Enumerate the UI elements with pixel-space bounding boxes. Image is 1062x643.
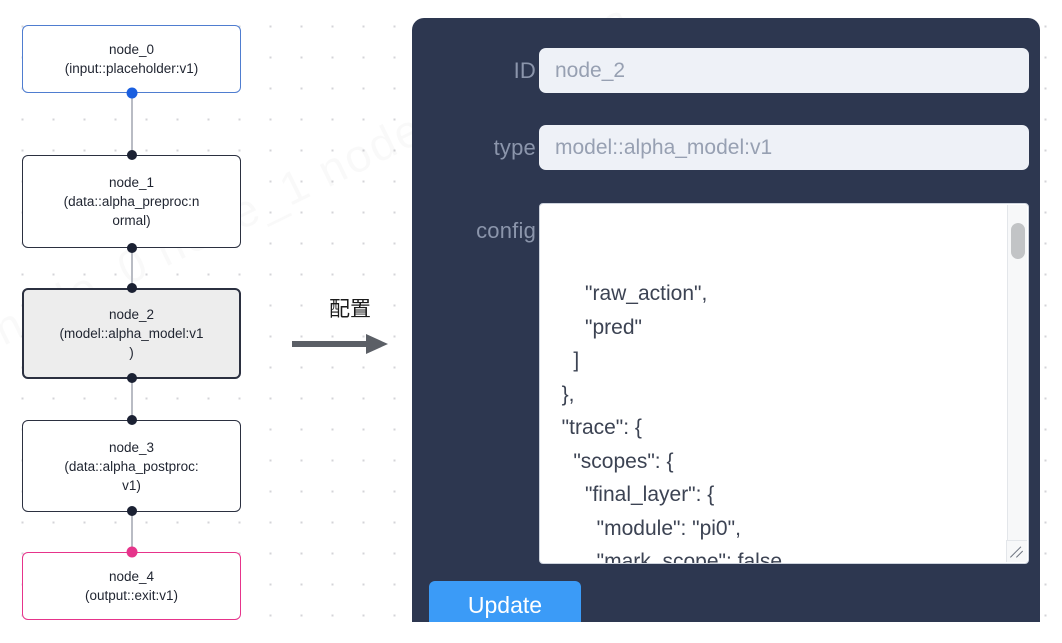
node-handle-node_1-source[interactable] (127, 243, 137, 253)
node-title: node_4 (108, 569, 155, 584)
resize-grip-icon[interactable] (1006, 540, 1027, 562)
node-handle-node_2-source[interactable] (127, 373, 137, 383)
config-scrollbar-track[interactable] (1007, 205, 1027, 543)
node-subtitle-line2: v1) (122, 477, 141, 493)
graph-node-node_4[interactable]: node_4 (output::exit:v1) (22, 552, 241, 620)
config-json-text: "raw_action", "pred" ] }, "trace": { "sc… (561, 282, 782, 564)
edge-node3-node4 (131, 511, 133, 569)
id-input[interactable] (539, 48, 1029, 93)
graph-node-node_2[interactable]: node_2 (model::alpha_model:v1 ) (22, 288, 241, 379)
type-field-row: type (426, 125, 1029, 170)
edge-node2-node3 (131, 378, 133, 438)
annotation-label: 配置 (329, 297, 371, 321)
node-subtitle-line2: ) (129, 345, 134, 360)
node-subtitle-line2: ormal) (112, 213, 151, 228)
edge-node0-node1 (131, 93, 133, 155)
update-button[interactable]: Update (429, 581, 581, 622)
node-handle-node_0-source[interactable] (126, 87, 138, 99)
node-subtitle: (output::exit:v1) (84, 588, 179, 603)
config-field-label: config (476, 218, 536, 243)
node-handle-node_3-target[interactable] (127, 415, 137, 425)
config-textarea[interactable]: "raw_action", "pred" ] }, "trace": { "sc… (539, 203, 1029, 564)
node-subtitle-line1: (data::alpha_postproc: (64, 458, 199, 474)
node-title: node_2 (108, 307, 155, 322)
node-subtitle-line1: (data::alpha_preproc:n (63, 194, 200, 209)
node-title: node_0 (108, 42, 155, 57)
edge-node1-node2 (131, 248, 133, 310)
id-field-label: ID (513, 57, 536, 83)
node-handle-node_2-target[interactable] (127, 283, 137, 293)
graph-node-node_0[interactable]: node_0 (input::placeholder:v1) (22, 25, 241, 93)
node-handle-node_1-target[interactable] (127, 150, 137, 160)
node-subtitle-line1: (model::alpha_model:v1 (59, 326, 204, 341)
type-field-label: type (493, 134, 536, 160)
right-arrow-icon (292, 332, 392, 361)
node-handle-node_4-target[interactable] (126, 546, 138, 558)
annotation-group: 配置 (290, 296, 410, 368)
node-title: node_1 (108, 175, 155, 190)
node-handle-node_3-source[interactable] (127, 506, 137, 516)
node-title: node_3 (108, 439, 155, 455)
node-subtitle: (input::placeholder:v1) (64, 61, 199, 76)
graph-node-node_1[interactable]: node_1 (data::alpha_preproc:n ormal) (22, 155, 241, 248)
id-field-row: ID (426, 48, 1029, 93)
node-config-panel: ID type config "raw_action", "pred" ] },… (412, 18, 1040, 622)
config-scrollbar-thumb[interactable] (1011, 223, 1025, 259)
type-input[interactable] (539, 125, 1029, 170)
bottom-white-strip (0, 622, 1062, 643)
graph-node-node_3[interactable]: node_3 (data::alpha_postproc: v1) (22, 420, 241, 512)
